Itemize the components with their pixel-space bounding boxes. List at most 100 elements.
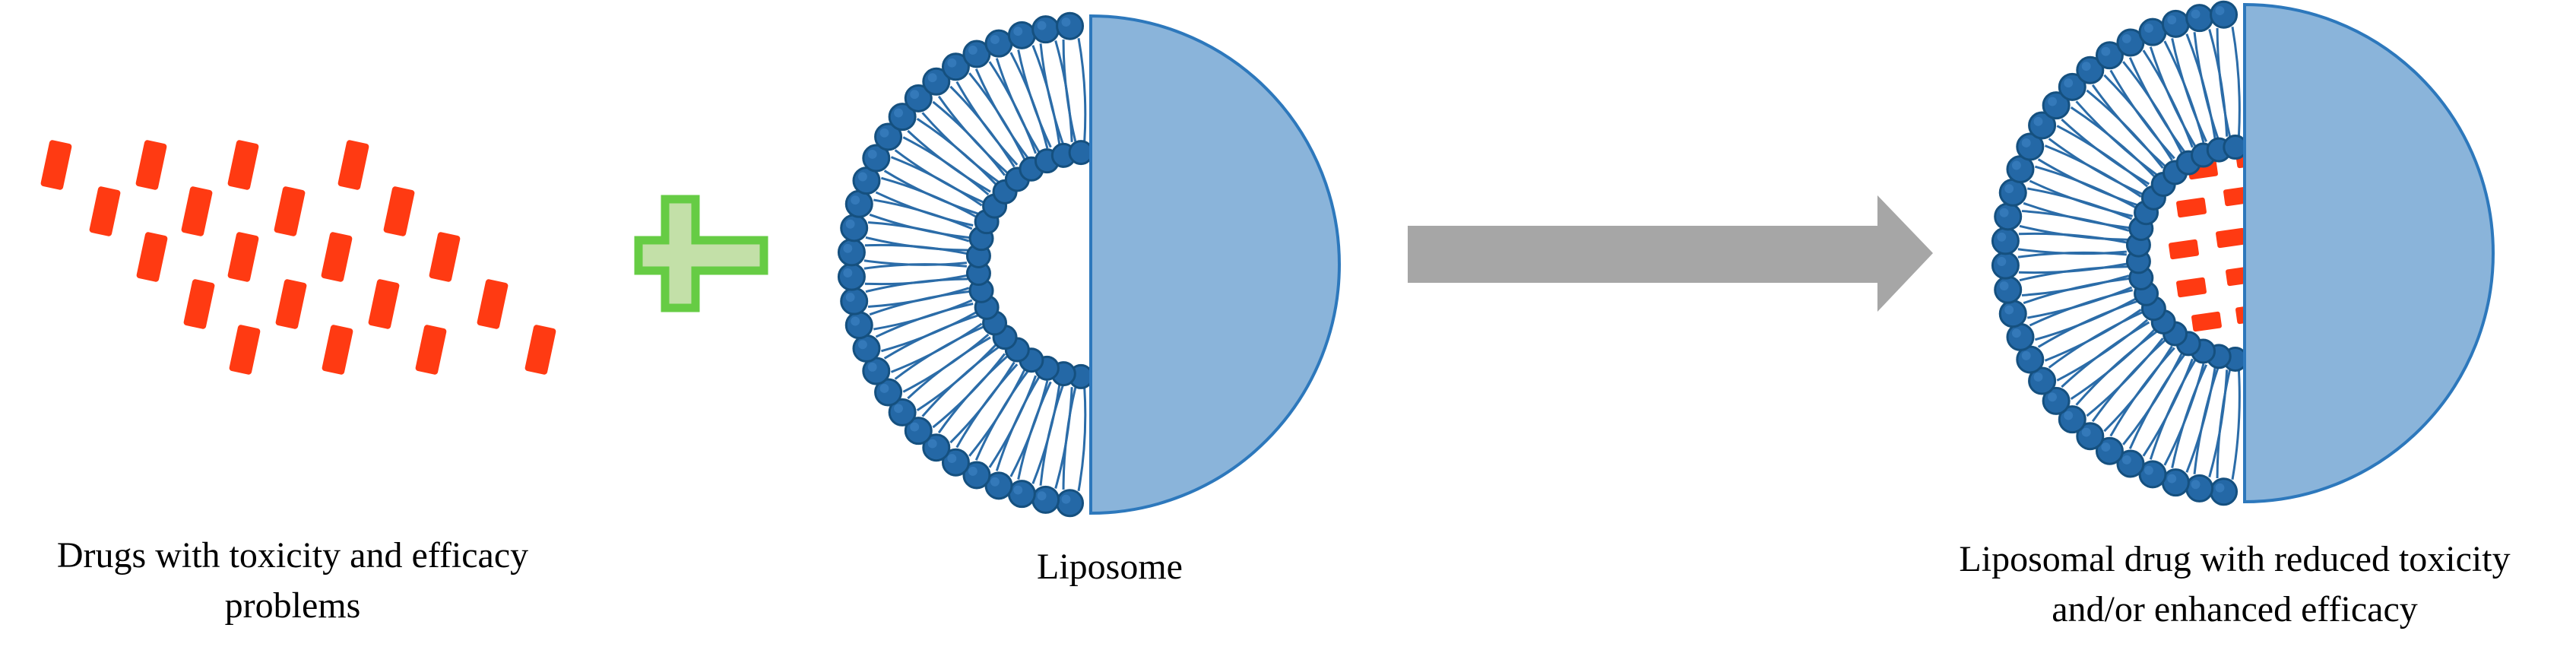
- lipid-tail: [1017, 49, 1052, 148]
- lipid-tail: [2122, 352, 2183, 445]
- inner-lipid-heads: [965, 140, 1094, 389]
- outer-lipid-heads: [1991, 0, 2239, 506]
- lipid-head-highlight: [879, 383, 889, 393]
- lipid-head: [844, 189, 873, 218]
- liposomal-drug-illustration: [1991, 0, 2495, 506]
- drug-molecule: [2176, 277, 2207, 298]
- caption-drugs-line-2: problems: [224, 585, 361, 626]
- lipid-tail: [1031, 384, 1061, 484]
- lipid-tail: [2109, 69, 2175, 160]
- lipid-head-highlight: [2011, 160, 2021, 170]
- lipid-head-highlight: [1037, 21, 1047, 30]
- lipid-head-highlight: [2064, 411, 2074, 420]
- lipid-tail: [2086, 337, 2164, 417]
- lipid-head-highlight: [927, 73, 937, 83]
- lipid-head-highlight: [2064, 78, 2074, 88]
- drug-molecule: [274, 186, 306, 236]
- lipid-head: [852, 334, 881, 363]
- lipid-head-highlight: [2101, 442, 2111, 452]
- caption-liposomal-line-1: Liposomal drug with reduced toxicity: [1959, 539, 2511, 579]
- caption-liposomal-drug: Liposomal drug with reduced toxicity and…: [1900, 534, 2569, 635]
- lipid-head-highlight: [947, 58, 957, 68]
- lipid-tail: [2163, 363, 2205, 466]
- lipid-head-highlight: [845, 219, 855, 229]
- lipid-head: [1991, 227, 2020, 255]
- drug-molecule: [227, 232, 259, 282]
- lipid-tail: [2056, 319, 2149, 382]
- lipid-head-highlight: [2048, 392, 2057, 402]
- outer-lipid-heads: [837, 11, 1085, 518]
- lipid-head-highlight: [1061, 494, 1071, 504]
- lipid-tail: [2035, 297, 2137, 341]
- lipid-head-highlight: [968, 466, 977, 476]
- lipid-head-highlight: [2143, 24, 2153, 33]
- lipid-head: [2185, 474, 2214, 503]
- lipid-tail: [916, 344, 997, 412]
- lipid-tail: [2018, 262, 2128, 274]
- lipid-head-highlight: [851, 195, 860, 205]
- lipid-head: [844, 311, 873, 340]
- lipid-head-highlight: [2081, 427, 2091, 437]
- lipid-tail: [1054, 387, 1073, 489]
- lipid-tail: [2091, 84, 2166, 167]
- lipid-head-highlight: [2048, 97, 2057, 106]
- lipid-tail: [867, 221, 970, 243]
- lipid-tail: [2021, 274, 2130, 296]
- lipid-tail: [2216, 369, 2231, 478]
- lipid-head: [1056, 489, 1085, 518]
- lipid-head-highlight: [2011, 328, 2021, 338]
- caption-liposome-text: Liposome: [1037, 547, 1183, 587]
- lipid-head-highlight: [2004, 184, 2014, 194]
- lipid-head-highlight: [843, 268, 853, 277]
- lipid-tail: [1039, 43, 1064, 144]
- drug-molecule: [89, 186, 121, 236]
- lipid-head-highlight: [894, 108, 903, 118]
- lipid-head: [840, 214, 869, 243]
- lipid-tail: [2185, 33, 2216, 140]
- lipid-head-highlight: [1999, 208, 2009, 217]
- drug-molecule: [40, 140, 72, 190]
- caption-drugs: Drugs with toxicity and efficacy problem…: [0, 531, 585, 631]
- drug-molecule: [183, 279, 215, 329]
- lipid-tail: [907, 129, 991, 193]
- lipid-head: [2210, 477, 2239, 506]
- lipid-tail: [2231, 370, 2241, 480]
- lipid-tail: [869, 213, 970, 239]
- lipid-tail: [1031, 45, 1061, 145]
- drug-molecule: [322, 325, 353, 375]
- lipid-tail: [2231, 27, 2241, 136]
- lipid-tail: [1062, 40, 1077, 142]
- lipid-tail: [1077, 38, 1087, 141]
- lipid-head-highlight: [857, 172, 867, 182]
- lipid-head: [2161, 9, 2190, 38]
- drug-molecule: [383, 186, 415, 236]
- lipid-tail: [2208, 369, 2229, 477]
- lipid-tail: [890, 322, 983, 373]
- lipid-head-highlight: [927, 439, 937, 449]
- lipid-tail: [1017, 381, 1052, 480]
- lipid-head-highlight: [2191, 480, 2201, 490]
- lipid-head-highlight: [947, 454, 957, 464]
- drug-molecule: [321, 232, 353, 282]
- lipid-head-highlight: [990, 477, 1000, 487]
- lipid-tail: [865, 236, 968, 252]
- lipid-head-highlight: [1013, 27, 1023, 36]
- lipid-head-highlight: [2167, 474, 2177, 484]
- lipid-head: [1991, 251, 2020, 280]
- lipid-tail: [2017, 248, 2128, 255]
- lipid-head-highlight: [2101, 46, 2111, 56]
- lipid-tail: [2122, 61, 2183, 154]
- lipid-tail: [988, 375, 1038, 468]
- lipid-tail: [881, 176, 977, 218]
- lipid-head-highlight: [843, 243, 853, 253]
- lipid-head-highlight: [845, 293, 855, 303]
- lipid-head: [1068, 140, 1094, 166]
- lipid-head-highlight: [910, 90, 920, 100]
- lipid-head: [840, 287, 869, 315]
- lipid-tail: [2075, 100, 2158, 176]
- lipid-head: [1007, 21, 1036, 49]
- lipid-tail: [2171, 38, 2208, 142]
- lipid-tail: [974, 68, 1029, 159]
- lipid-tail: [865, 277, 968, 293]
